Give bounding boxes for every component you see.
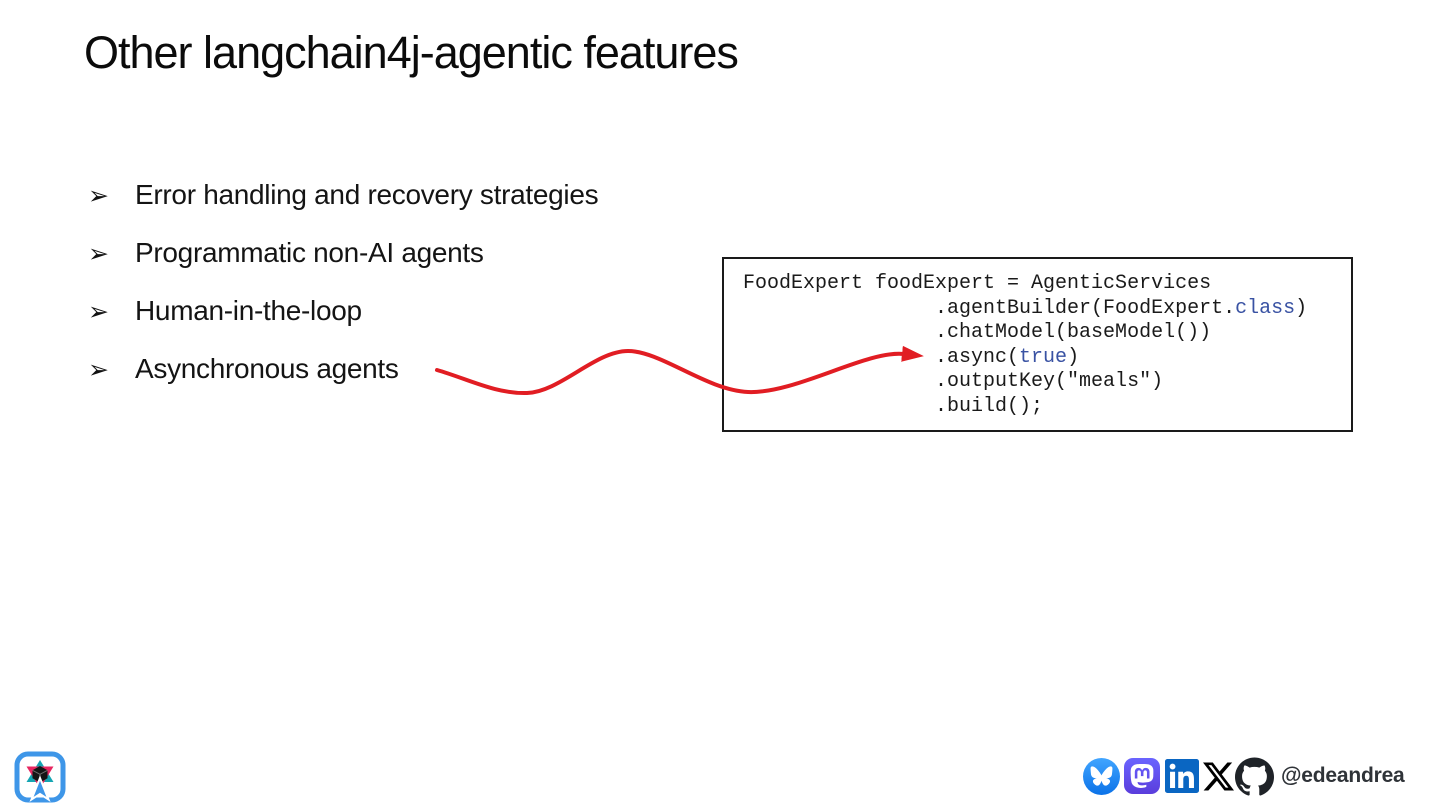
bullet-text: Programmatic non-AI agents (135, 237, 484, 268)
github-icon[interactable] (1235, 756, 1274, 796)
code-line: .async(true) (743, 345, 1080, 369)
code-line: .outputKey("meals") (743, 370, 1164, 393)
code-box: FoodExpert foodExpert = AgenticServices … (722, 257, 1353, 432)
page-title: Other langchain4j-agentic features (84, 27, 739, 78)
social-links: @edeandrea (1083, 755, 1405, 797)
bluesky-icon[interactable] (1083, 757, 1120, 795)
bullet-item: ➢ Error handling and recovery strategies (88, 166, 599, 224)
arrow-bullet-icon: ➢ (88, 354, 109, 384)
bullet-text: Asynchronous agents (135, 353, 399, 384)
bullet-item: ➢ Asynchronous agents (88, 340, 598, 398)
mastodon-icon[interactable] (1124, 758, 1160, 794)
logo-arrow (29, 775, 51, 803)
code-content: FoodExpert foodExpert = AgenticServices … (743, 272, 1351, 419)
arrow-bullet-icon: ➢ (88, 180, 109, 210)
social-handle: @edeandrea (1281, 764, 1405, 787)
bullet-item: ➢ Human-in-the-loop (88, 282, 598, 340)
bullet-item: ➢ Programmatic non-AI agents (88, 224, 598, 282)
code-line: .build(); (743, 394, 1044, 418)
x-icon[interactable] (1202, 760, 1235, 793)
dev2next-logo (14, 751, 66, 803)
bullet-text: Error handling and recovery strategies (135, 179, 599, 210)
bullet-list: ➢Error handling and recovery strategies➢… (88, 166, 599, 398)
arrow-bullet-icon: ➢ (88, 296, 109, 326)
linkedin-icon[interactable] (1165, 759, 1199, 793)
bullet-text: Human-in-the-loop (135, 295, 362, 326)
code-line: .chatModel(baseModel()) (743, 321, 1212, 344)
arrow-bullet-icon: ➢ (88, 238, 109, 268)
code-line: FoodExpert foodExpert = AgenticServices (743, 272, 1212, 295)
code-line: .agentBuilder(FoodExpert.class) (743, 296, 1308, 320)
